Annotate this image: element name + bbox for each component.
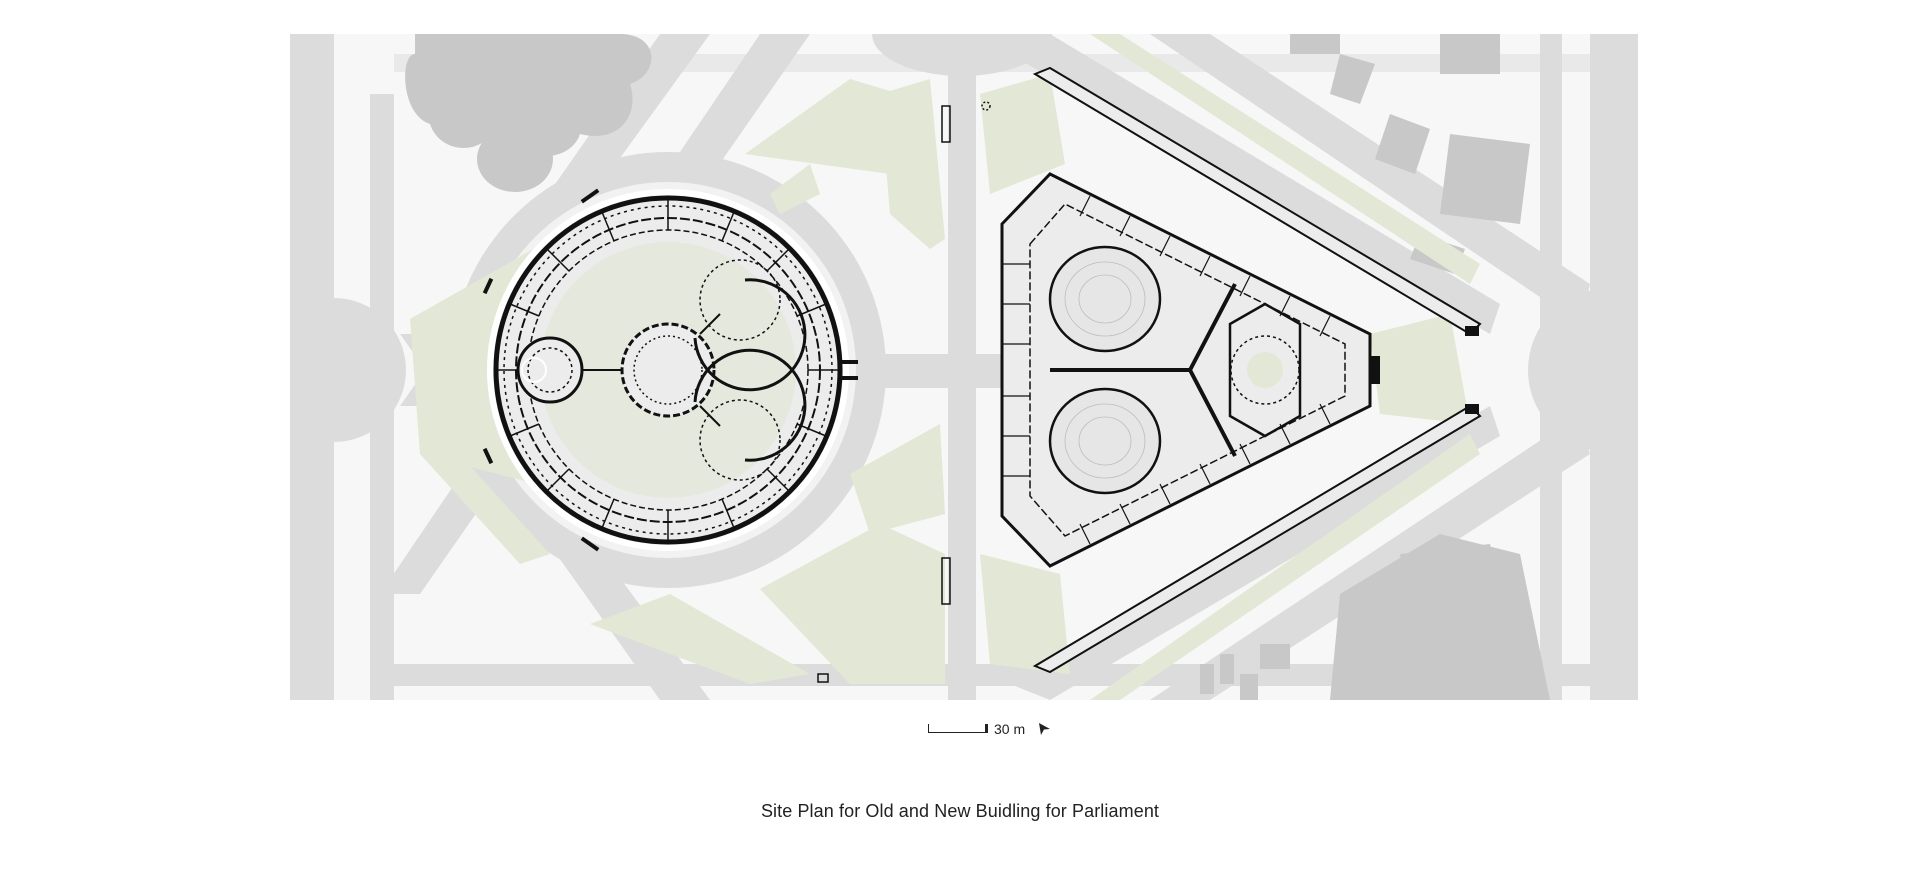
north-arrow-icon: [1039, 723, 1051, 735]
old-parliament-building: [482, 188, 858, 552]
site-plan-drawing: [290, 34, 1638, 700]
scale-bar-line: [928, 723, 988, 733]
figure-caption: Site Plan for Old and New Buidling for P…: [760, 801, 1160, 821]
new-parliament-building: [1000, 66, 1482, 674]
site-details: [521, 101, 991, 683]
scale-bar: 30 m: [928, 718, 1051, 740]
context-buildings: [405, 34, 1550, 700]
scale-label: 30 m: [994, 721, 1026, 737]
